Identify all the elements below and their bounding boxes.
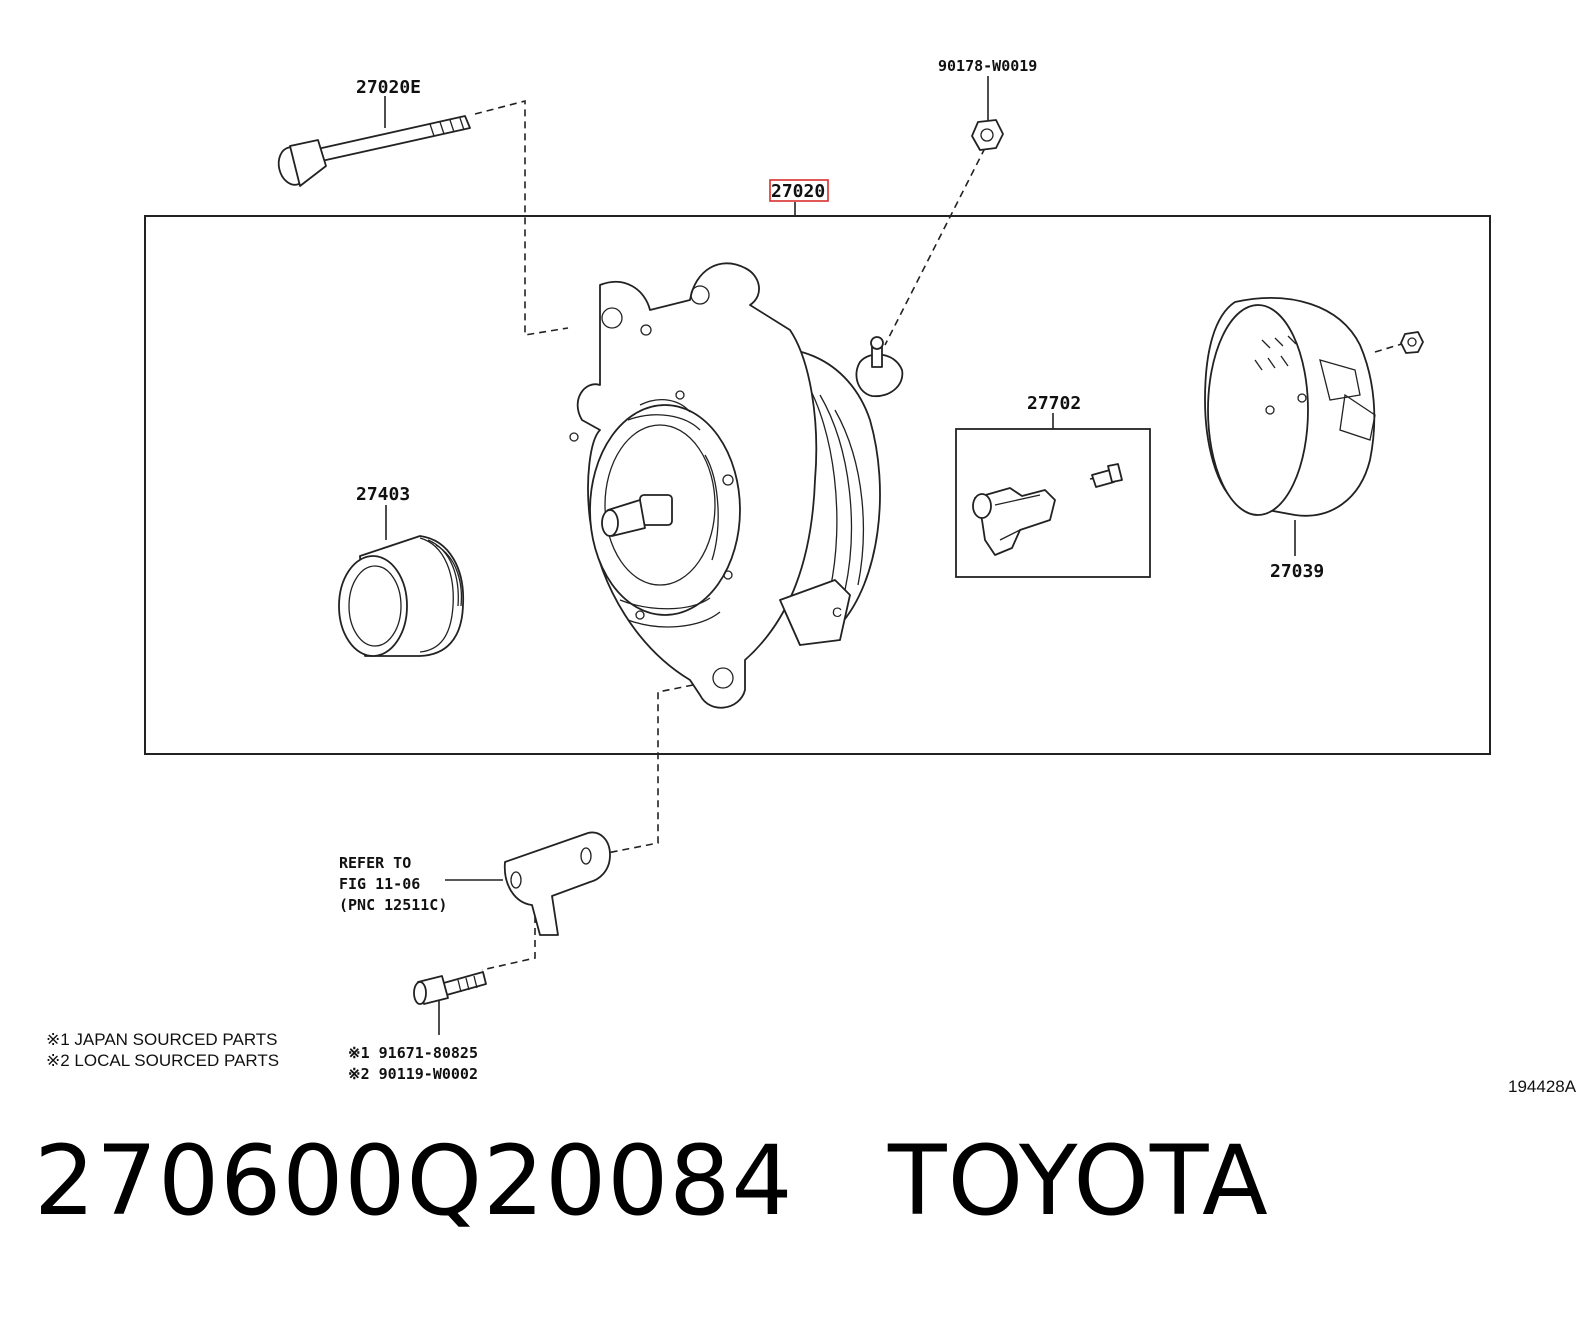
label-27020e[interactable]: 27020E — [356, 77, 421, 98]
label-27020[interactable]: 27020 — [771, 181, 825, 202]
note-japan-sourced: ※1 JAPAN SOURCED PARTS — [46, 1030, 278, 1049]
label-refer-line2: FIG 11-06 — [339, 875, 420, 893]
label-refer-line1: REFER TO — [339, 854, 411, 872]
regulator-27702[interactable] — [972, 463, 1123, 556]
label-27039[interactable]: 27039 — [1270, 561, 1324, 582]
label-27403[interactable]: 27403 — [356, 484, 410, 505]
nut-90178[interactable] — [971, 119, 1004, 151]
diagram-code: 194428A — [1508, 1077, 1577, 1096]
bracket-12511c[interactable] — [503, 831, 611, 936]
assembly-frame — [144, 215, 1491, 755]
part-number-title: 270600Q20084 TOYOTA — [34, 1125, 1269, 1237]
highlight-box — [769, 179, 829, 202]
regulator-kit-frame — [955, 428, 1151, 578]
leader-lines — [384, 76, 1296, 1035]
label-90178-w0019[interactable]: 90178-W0019 — [938, 57, 1037, 75]
nut-rear-cover[interactable] — [1400, 331, 1424, 354]
label-bolt-90119[interactable]: ※2 90119-W0002 — [348, 1065, 478, 1083]
svg-text:C: C — [832, 604, 842, 620]
note-local-sourced: ※2 LOCAL SOURCED PARTS — [46, 1051, 279, 1070]
rear-cover-27039[interactable] — [1204, 297, 1376, 517]
pulley-27403[interactable] — [338, 535, 464, 657]
bolt-bottom[interactable] — [413, 971, 487, 1005]
label-bolt-91671[interactable]: ※1 91671-80825 — [348, 1044, 478, 1062]
label-27702[interactable]: 27702 — [1027, 393, 1081, 414]
alternator-27020[interactable]: C — [569, 262, 904, 709]
label-refer-line3: (PNC 12511C) — [339, 896, 447, 914]
bolt-27020e[interactable] — [275, 115, 471, 188]
